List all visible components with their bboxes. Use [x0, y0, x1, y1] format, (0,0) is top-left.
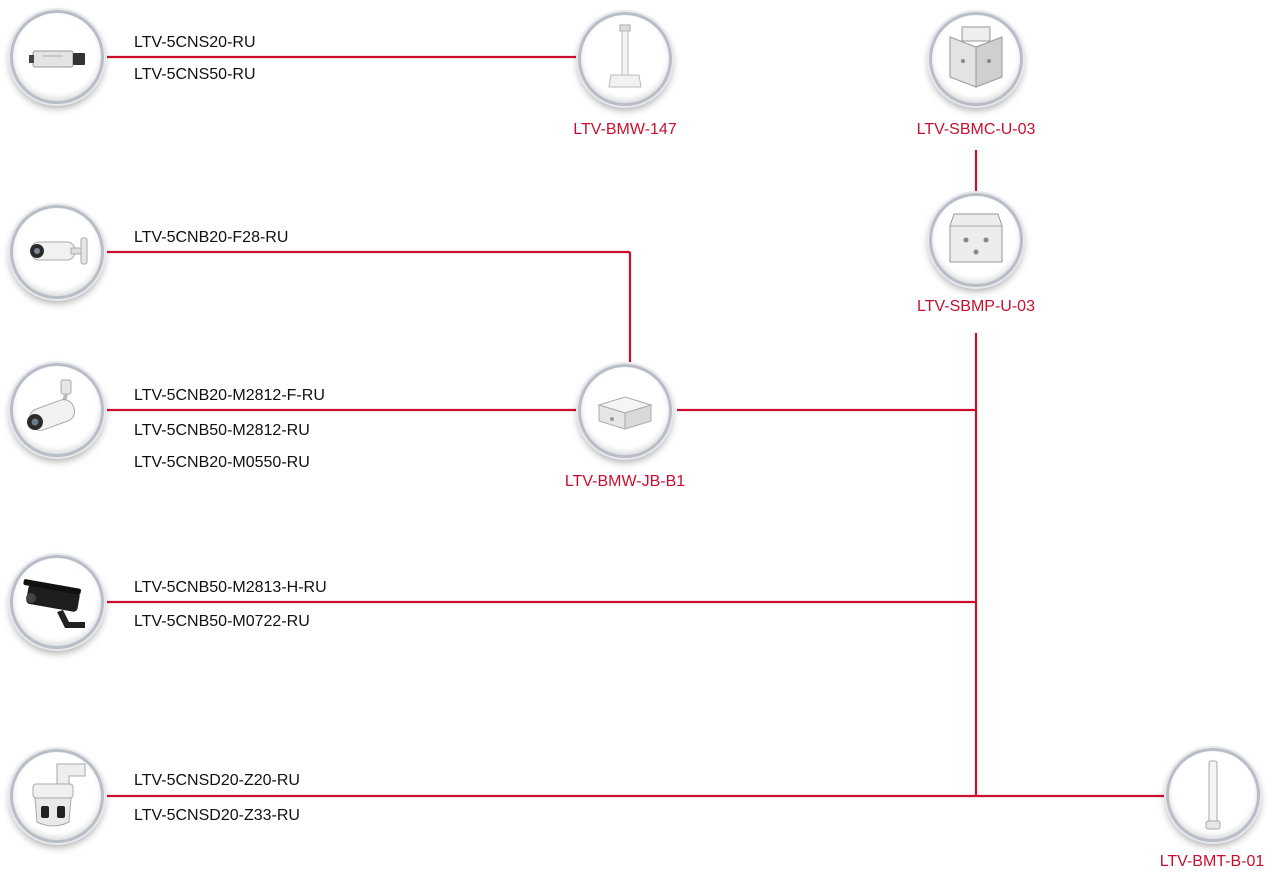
speed-dome-camera-icon — [13, 752, 101, 840]
model-label: LTV-5CNB50-M2812-RU — [134, 421, 310, 441]
wall-bracket-node — [578, 12, 672, 106]
accessory-label: LTV-BMW-JB-B1 — [538, 472, 712, 492]
corner-mount-node — [929, 12, 1023, 106]
black-bullet-camera-icon — [13, 558, 101, 646]
box-camera-icon — [13, 13, 101, 101]
model-label: LTV-5CNB20-M0550-RU — [134, 453, 310, 473]
pole-extension-icon — [1169, 751, 1257, 839]
accessory-label: LTV-SBMC-U-03 — [889, 120, 1063, 140]
junction-box-node — [578, 364, 672, 458]
pole-mount-icon — [932, 196, 1020, 284]
model-label: LTV-5CNB20-M2812-F-RU — [134, 386, 325, 406]
bullet-camera-bracket-icon — [13, 366, 101, 454]
model-label: LTV-5CNB20-F28-RU — [134, 228, 288, 248]
bullet-camera-icon — [13, 208, 101, 296]
accessory-label: LTV-BMT-B-01 — [1148, 852, 1276, 872]
speed-dome-camera-node — [10, 749, 104, 843]
bullet-camera-bracket-node — [10, 363, 104, 457]
junction-box-icon — [581, 367, 669, 455]
pole-mount-node — [929, 193, 1023, 287]
model-label: LTV-5CNS20-RU — [134, 33, 256, 53]
model-label: LTV-5CNSD20-Z20-RU — [134, 771, 300, 791]
box-camera-node — [10, 10, 104, 104]
model-label: LTV-5CNB50-M2813-H-RU — [134, 578, 327, 598]
model-label: LTV-5CNB50-M0722-RU — [134, 612, 310, 632]
model-label: LTV-5CNS50-RU — [134, 65, 256, 85]
accessory-label: LTV-SBMP-U-03 — [889, 297, 1063, 317]
model-label: LTV-5CNSD20-Z33-RU — [134, 806, 300, 826]
black-bullet-camera-node — [10, 555, 104, 649]
pole-extension-node — [1166, 748, 1260, 842]
accessory-label: LTV-BMW-147 — [538, 120, 712, 140]
corner-mount-icon — [932, 15, 1020, 103]
bullet-camera-node — [10, 205, 104, 299]
wall-bracket-icon — [581, 15, 669, 103]
